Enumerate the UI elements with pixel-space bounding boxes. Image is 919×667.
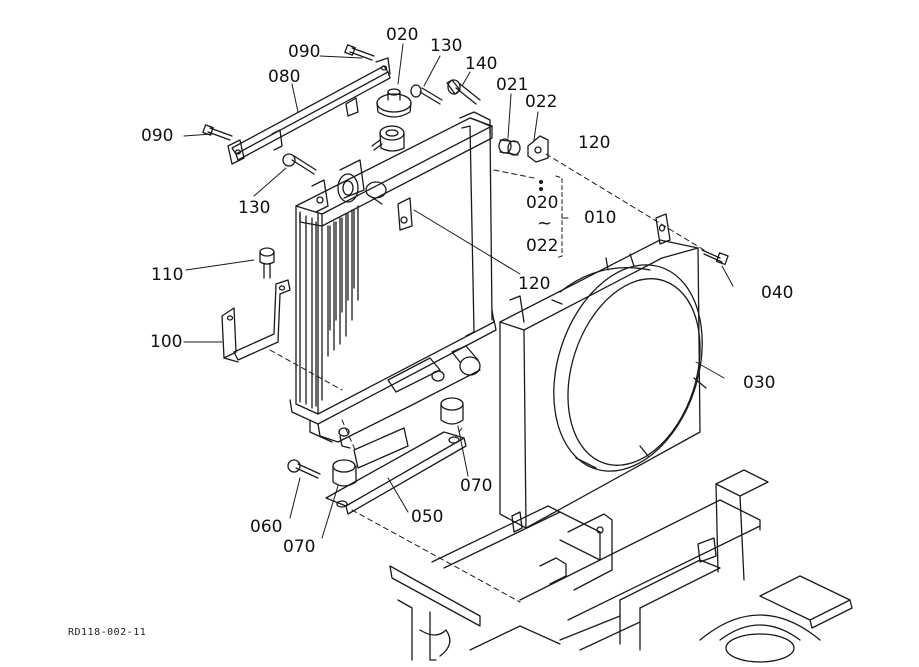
part-label-070-right[interactable]: 070 — [460, 476, 493, 496]
bolt-090-drawings — [202, 44, 375, 141]
part-label-090-top[interactable]: 090 — [288, 42, 321, 62]
part-label-090-left[interactable]: 090 — [141, 126, 174, 146]
part-label-130-top[interactable]: 130 — [430, 36, 463, 56]
fitting-021-022-drawings — [498, 135, 549, 163]
radiator-drawing — [289, 111, 497, 449]
part-label-080[interactable]: 080 — [268, 67, 301, 87]
part-label-010[interactable]: 010 — [584, 208, 617, 228]
drawing-reference-code: RD118-002-11 — [68, 627, 147, 638]
leader-lines — [183, 43, 734, 603]
part-label-140[interactable]: 140 — [465, 54, 498, 74]
part-label-022-top[interactable]: 022 — [525, 92, 558, 112]
part-label-070-left[interactable]: 070 — [283, 537, 316, 557]
group-dots — [539, 180, 543, 191]
fan-shroud-drawing — [499, 213, 707, 533]
part-label-100[interactable]: 100 — [150, 332, 183, 352]
part-label-022-range[interactable]: 022 — [526, 236, 559, 256]
stay-bracket-drawing — [227, 57, 391, 165]
part-label-021[interactable]: 021 — [496, 75, 529, 95]
bolt-040-drawing — [701, 249, 729, 266]
bolt-130-lower-drawing — [282, 153, 317, 175]
part-label-050[interactable]: 050 — [411, 507, 444, 527]
part-label-120-top[interactable]: 120 — [578, 133, 611, 153]
bolt-130-140-drawings — [410, 79, 481, 105]
part-label-040[interactable]: 040 — [761, 283, 794, 303]
radiator-cap-drawing — [371, 88, 412, 152]
part-label-020-cap[interactable]: 020 — [386, 25, 419, 45]
range-tilde: ~ — [537, 213, 553, 234]
part-label-120-mid[interactable]: 120 — [518, 274, 551, 294]
part-label-030[interactable]: 030 — [743, 373, 776, 393]
part-label-060[interactable]: 060 — [250, 517, 283, 537]
part-label-020-range[interactable]: 020 — [526, 193, 559, 213]
frame-drawing — [389, 469, 853, 663]
part-label-110[interactable]: 110 — [151, 265, 184, 285]
bracket-100-drawing — [221, 247, 291, 363]
mount-plate-drawing — [287, 397, 467, 515]
part-label-130-left[interactable]: 130 — [238, 198, 271, 218]
